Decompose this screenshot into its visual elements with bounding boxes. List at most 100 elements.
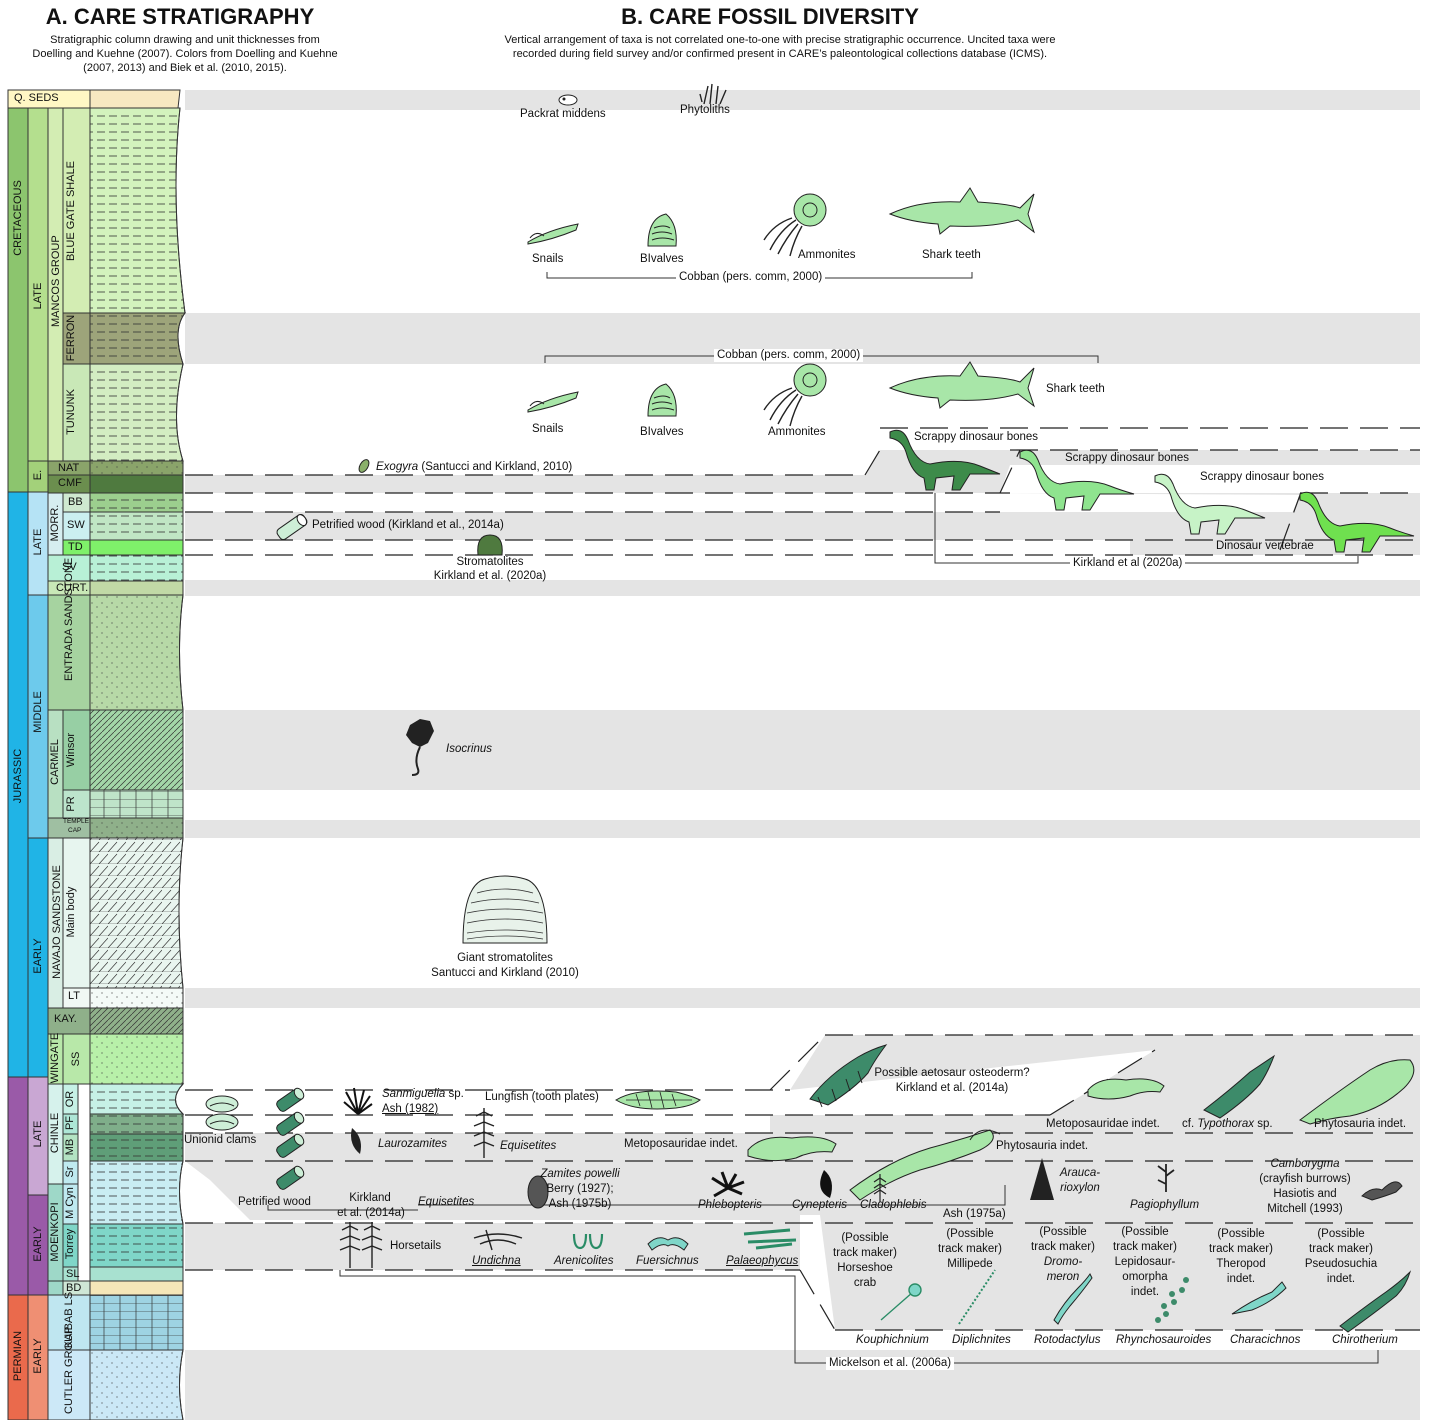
ash-1982-label: Ash (1982) [382, 1103, 439, 1115]
cynepteris-icon [820, 1170, 832, 1198]
unit-curt: CURT. [56, 582, 89, 594]
phytoliths-icon [699, 83, 727, 105]
tm-dromomeron-2: track maker) [1031, 1241, 1095, 1253]
phytosaur-icon [1298, 1059, 1415, 1125]
tm-theropod-2: track maker) [1209, 1243, 1273, 1255]
epoch-late-jurassic: LATE [32, 528, 44, 556]
phytoliths-label: Phytoliths [680, 104, 730, 116]
aetosaur-label-1: Possible aetosaur osteoderm? [874, 1067, 1030, 1079]
petrified-wood-icon [276, 513, 308, 541]
unit-m-cyn: M Cyn [64, 1187, 76, 1219]
shark-icon [888, 361, 1035, 409]
snails-label-upper: Snails [532, 253, 564, 265]
petrified-wood-icon [276, 1087, 305, 1112]
tm-dromomeron-3: Dromo- [1018, 1256, 1108, 1269]
sauropod-icon [889, 429, 1001, 491]
epoch-late-cretaceous: LATE [32, 282, 44, 310]
fuersichnus-name: Fuersichnus [636, 1255, 699, 1267]
mickelson-ref: Mickelson et al. (2006a) [826, 1357, 955, 1370]
horsetails-label: Horsetails [390, 1240, 442, 1252]
tm-pseudo-2: track maker) [1309, 1243, 1373, 1255]
zamites-name: Zamites powelli [540, 1168, 620, 1180]
laurozamites-name: Laurozamites [378, 1138, 448, 1150]
exogyra-ref: (Santucci and Kirkland, 2010) [418, 461, 573, 473]
fuersichnus-label: Fuersichnus [636, 1255, 699, 1268]
tm-millipede-1: (Possible [946, 1228, 994, 1240]
group-column [47, 107, 91, 1420]
tm-lepido-1: (Possible [1121, 1226, 1169, 1238]
lithology-column [89, 89, 187, 1420]
cobban-ref-upper: Cobban (pers. comm, 2000) [676, 271, 826, 284]
period-column [7, 107, 29, 1420]
stromatolites-label: Stromatolites [456, 556, 524, 568]
araucarioxylon-name-2: rioxylon [1060, 1182, 1100, 1194]
unionid-label: Unionid clams [184, 1134, 257, 1146]
araucarioxylon-icon [1030, 1158, 1054, 1200]
palaeophycus-icon [743, 1228, 797, 1250]
araucarioxylon-label-2: rioxylon [1040, 1182, 1120, 1195]
laurozamites-icon [351, 1128, 361, 1154]
exogyra-icon [358, 459, 370, 473]
epoch-middle-jurassic: MIDDLE [32, 691, 44, 733]
scrappy-label-2: Scrappy dinosaur bones [1065, 452, 1190, 464]
unit-tununk: TUNUNK [65, 389, 77, 435]
exogyra-name: Exogyra [376, 461, 419, 473]
tm-horseshoe-1: (Possible [841, 1232, 889, 1244]
rotodactylus-label: Rotodactylus [1034, 1334, 1100, 1347]
dashed-lines [185, 427, 1420, 1331]
phytosauria-label: Phytosauria indet. [996, 1140, 1089, 1152]
group-morrison: MORR. [49, 504, 61, 542]
sanmiguelia-label: Sanmiguelia sp. [382, 1088, 464, 1101]
unit-bb: BB [68, 496, 83, 508]
zamites-ref-2: Ash (1975b) [548, 1198, 612, 1210]
petrified-wood-label: Petrified wood [238, 1196, 311, 1208]
tm-theropod-3: Theropod [1216, 1258, 1266, 1270]
group-moenkopi: MOENKOPI [49, 1202, 61, 1262]
undichna-icon [473, 1229, 523, 1251]
panel-a-subtitle-1: Stratigraphic column drawing and unit th… [50, 34, 320, 46]
camborygma-label-2: (crayfish burrows) [1259, 1173, 1351, 1185]
pagiophyllum-name: Pagiophyllum [1130, 1199, 1200, 1211]
group-wingate: WINGATE [49, 1032, 61, 1084]
scrappy-label-1: Scrappy dinosaur bones [914, 431, 1039, 443]
period-cretaceous: CRETACEOUS [12, 180, 24, 256]
group-cutler: CUTLER GROUP [63, 1326, 75, 1414]
sanmiguelia-sp: sp. [445, 1088, 464, 1100]
horsetails-icon [339, 1222, 383, 1268]
panel-a-subtitle-2: Doelling and Kuehne (2007). Colors from … [32, 48, 338, 60]
unit-torrey: Torrey [64, 1228, 76, 1260]
packrat-label: Packrat middens [520, 108, 606, 120]
panel-b-subtitle-2: recorded during field survey and/or conf… [512, 48, 1048, 60]
tm-theropod-1: (Possible [1217, 1228, 1265, 1240]
camborygma-label-3: Hasiotis and [1273, 1188, 1337, 1200]
tm-pseudo-1: (Possible [1317, 1228, 1365, 1240]
sauropod-icon [1299, 491, 1415, 553]
shark-teeth-label-lower: Shark teeth [1046, 383, 1105, 395]
equisetites-label: Equisetites [500, 1140, 556, 1153]
ammonites-label-upper: Ammonites [798, 249, 856, 261]
phytosaur-icon [849, 1129, 1001, 1201]
kirkland-2014-ref-1: Kirkland [349, 1192, 391, 1204]
unit-temple-cap-1: TEMPLE [63, 818, 90, 825]
epoch-early-permian: EARLY [32, 1338, 44, 1374]
undichna-label: Undichna [472, 1255, 521, 1268]
group-carmel: CARMEL [49, 739, 61, 785]
panel-a-title: A. CARE STRATIGRAPHY [45, 4, 315, 29]
cobban-ref-lower: Cobban (pers. comm, 2000) [714, 349, 864, 362]
bivalves-label-lower: BIvalves [640, 426, 684, 438]
zamites-ref-1: Berry (1927); [546, 1183, 614, 1195]
epoch-column [27, 107, 49, 1420]
group-entrada: ENTRADA SANDSTONE [63, 558, 75, 681]
tm-lepido-4: omorpha [1122, 1271, 1168, 1283]
metoposauridae-label-2: Metoposauridae indet. [1046, 1118, 1160, 1130]
group-navajo: NAVAJO SANDSTONE [51, 865, 63, 979]
typhothorax-cf: cf. [1182, 1118, 1198, 1130]
tm-lepido-3: Lepidosaur- [1114, 1256, 1176, 1268]
aetosaur-label-2: Kirkland et al. (2014a) [895, 1082, 1009, 1094]
arenicolites-label: Arenicolites [554, 1255, 613, 1268]
tm-pseudo-4: indet. [1326, 1273, 1356, 1285]
unit-cmf: CMF [58, 477, 82, 489]
unit-qseds: Q. SEDS [14, 92, 59, 104]
group-chinle: CHINLE [49, 1112, 61, 1154]
petrified-wood-icon [276, 1111, 305, 1136]
